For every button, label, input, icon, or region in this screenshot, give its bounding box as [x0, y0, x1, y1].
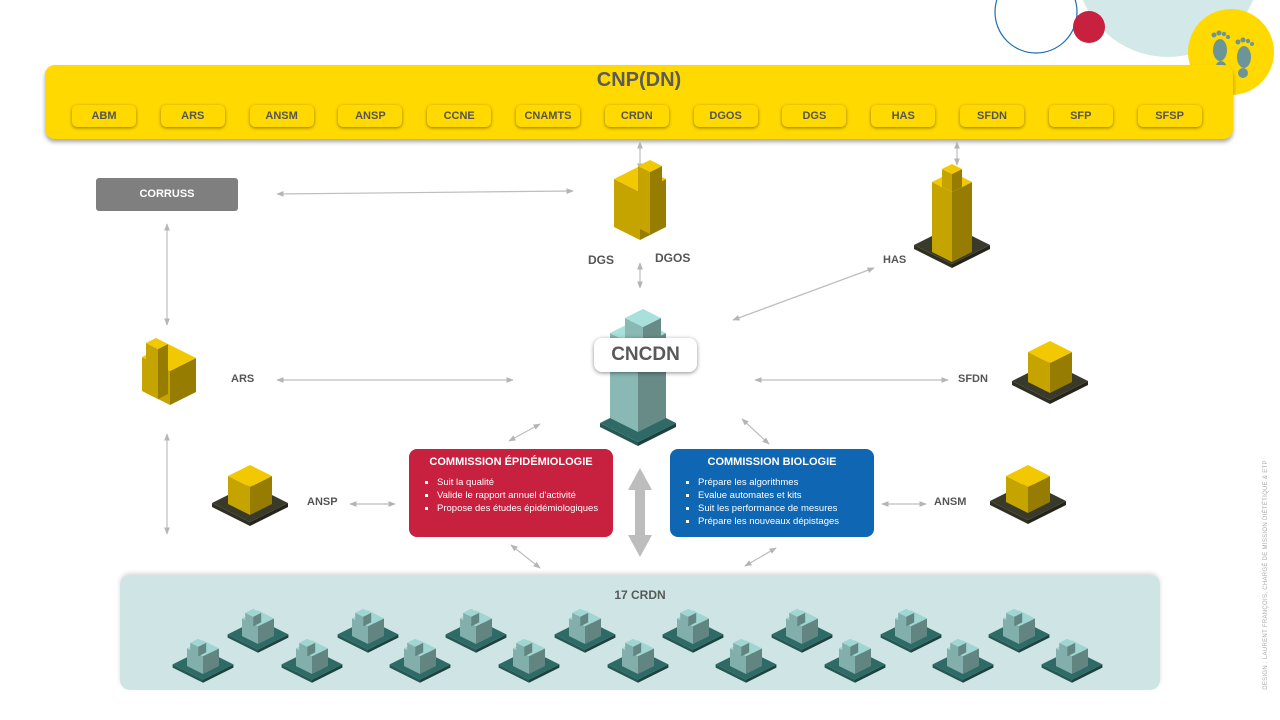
label-ansm: ANSM	[934, 496, 967, 508]
cncdn-label: CNCDN	[594, 338, 697, 372]
label-sfdn: SFDN	[958, 373, 988, 385]
cnp-member-chip: SFSP	[1137, 105, 1202, 127]
sfdn-building-icon	[1012, 341, 1088, 404]
has-building-icon	[914, 164, 990, 268]
crdn-building-icon	[662, 608, 724, 653]
connector-arrow	[732, 267, 875, 321]
label-ars: ARS	[231, 373, 255, 385]
cnp-member-chip: ANSP	[338, 105, 403, 127]
list-item: Evalue automates et kits	[686, 489, 864, 502]
crdn-building-icon	[172, 638, 234, 683]
crdn-building-icon	[227, 608, 289, 653]
commission-biologie: COMMISSION BIOLOGIE Prépare les algorith…	[670, 449, 874, 537]
crdn-building-icon	[445, 608, 507, 653]
crdn-building-icon	[771, 608, 833, 653]
commission-epidemiologie-title: COMMISSION ÉPIDÉMIOLOGIE	[429, 456, 593, 468]
list-item: Prépare les algorithmes	[686, 476, 864, 489]
ansm-building-icon	[990, 465, 1066, 524]
crdn-building-icon	[337, 608, 399, 653]
connector-arrow	[741, 418, 770, 445]
connector-arrow	[510, 544, 541, 569]
list-item: Valide le rapport annuel d'activité	[425, 489, 603, 502]
connector-arrow	[744, 547, 777, 567]
cnp-member-chip: DGS	[782, 105, 847, 127]
crdn-building-icon	[880, 608, 942, 653]
dgs-dgos-building-icon	[614, 160, 666, 240]
connector-arrow	[276, 188, 574, 197]
cncdn-building-icon	[600, 309, 676, 446]
list-item: Suit les performance de mesures	[686, 502, 864, 515]
cnp-member-chip: CNAMTS	[516, 105, 580, 127]
cnp-member-chip: HAS	[871, 105, 936, 127]
crdn-building-icon	[824, 638, 886, 683]
crdn-building-icon	[607, 638, 669, 683]
crdn-building-icon	[498, 638, 560, 683]
decor-circle-outline	[994, 0, 1078, 54]
crdn-building-icon	[932, 638, 994, 683]
crdn-building-icon	[281, 638, 343, 683]
cnp-banner: CNP(DN) ABM ARS ANSM ANSP CCNE CNAMTS CRDN DGOS…	[45, 65, 1233, 139]
footprints-icon	[1211, 30, 1254, 78]
commission-epidemiologie: COMMISSION ÉPIDÉMIOLOGIE Suit la qualité…	[409, 449, 613, 537]
label-dgos: DGOS	[655, 251, 691, 265]
list-item: Propose des études épidémiologiques	[425, 502, 603, 515]
label-ansp: ANSP	[307, 496, 338, 508]
decor-dot-red	[1073, 11, 1105, 43]
cnp-member-chip: SFDN	[960, 105, 1024, 127]
cnp-title: CNP(DN)	[596, 69, 682, 91]
connector-arrow	[508, 423, 541, 442]
list-item: Prépare les nouveaux dépistages	[686, 515, 864, 528]
cnp-member-chip: ARS	[160, 105, 225, 127]
ars-building-icon	[142, 338, 196, 405]
list-item: Suit la qualité	[425, 476, 603, 489]
crdn-building-icon	[554, 608, 616, 653]
cnp-member-chip: ANSM	[249, 105, 314, 127]
commission-biologie-title: COMMISSION BIOLOGIE	[707, 456, 837, 468]
cnp-member-chip: CRDN	[604, 105, 669, 127]
design-credit: DESIGN : LAURENT FRANÇOIS, CHARGÉ DE MIS…	[1263, 460, 1269, 690]
main-double-arrow	[628, 468, 652, 557]
crdn-title: 17 CRDN	[614, 588, 666, 602]
crdn-building-icon	[389, 638, 451, 683]
corruss-box: CORRUSS	[96, 178, 238, 211]
cnp-member-chip: SFP	[1048, 105, 1113, 127]
ansp-building-icon	[212, 465, 288, 526]
cnp-member-chip: ABM	[72, 105, 136, 127]
crdn-building-icon	[988, 608, 1050, 653]
cnp-member-chip: DGOS	[693, 105, 758, 127]
label-has: HAS	[883, 254, 907, 266]
cnp-member-chip: CCNE	[427, 105, 492, 127]
crdn-building-icon	[715, 638, 777, 683]
label-dgs: DGS	[588, 253, 615, 267]
crdn-building-icon	[1041, 638, 1103, 683]
